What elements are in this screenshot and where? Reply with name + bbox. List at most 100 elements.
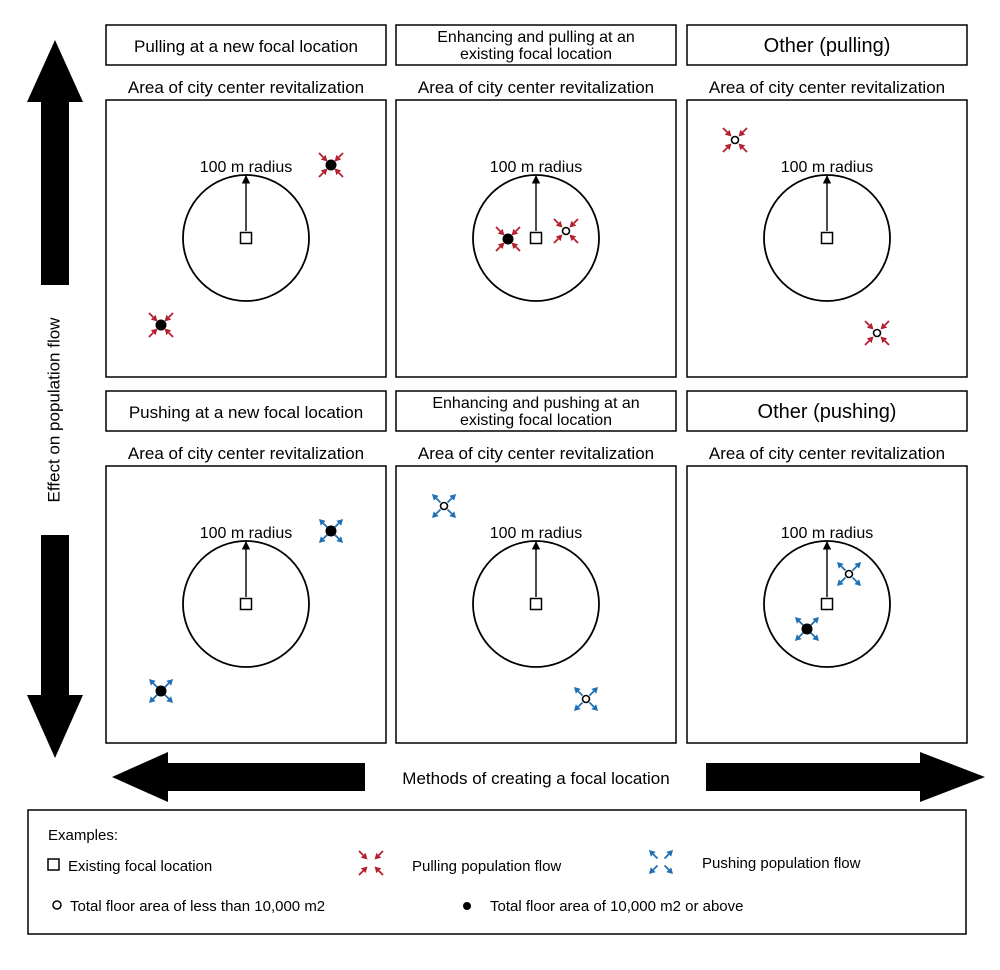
large-facility-legend-icon [463, 902, 471, 910]
small-facility-marker [561, 226, 571, 236]
flow-arrow-head [794, 634, 802, 642]
flow-arrow-shaft [798, 631, 805, 638]
legend-box [27, 809, 967, 935]
radius-circle [182, 540, 310, 668]
panel-title-box [395, 24, 677, 66]
pushing-flow-symbol [148, 678, 174, 704]
flow-arrow-shaft [435, 497, 442, 504]
flow-arrow-shaft [663, 853, 670, 860]
radius-label: 100 m radius [490, 525, 583, 542]
flow-arrow-shaft [884, 320, 890, 326]
flow-arrow-head [336, 536, 344, 544]
pulling-flow-legend-label: Pulling population flow [412, 858, 561, 875]
radius-label: 100 m radius [490, 159, 583, 176]
flow-arrow-shaft [588, 690, 595, 697]
flow-arrow-shaft [553, 218, 559, 224]
flow-arrow-shaft [446, 497, 453, 504]
pulling-flow-symbol [722, 127, 748, 153]
flow-arrow-head [666, 867, 674, 875]
flow-arrow-head [374, 866, 382, 874]
flow-arrow-head [724, 143, 732, 151]
flow-arrow-shaft [515, 226, 521, 232]
small-facility-marker [439, 501, 449, 511]
existing-focal-legend-label: Existing focal location [68, 858, 212, 875]
flow-arrow-shaft [358, 850, 364, 856]
flow-arrow-shaft [378, 870, 384, 876]
flow-arrow-shaft [333, 533, 340, 540]
flow-arrow-shaft [318, 172, 324, 178]
panel-title-box [395, 390, 677, 432]
flow-arrow-head [164, 328, 172, 336]
area-label: Area of city center revitalization [128, 78, 364, 97]
pulling-flow-symbol [553, 218, 579, 244]
flow-arrow-head [320, 154, 328, 162]
flow-arrow-shaft [864, 340, 870, 346]
existing-focal-legend-icon [47, 858, 60, 871]
flow-arrow-shaft [378, 850, 384, 856]
flow-arrow-head [573, 686, 581, 694]
panel-title-line: Enhancing and pulling at an [437, 29, 635, 46]
flow-arrow-head [320, 168, 328, 176]
panel-title-box [105, 24, 387, 66]
flow-arrow-shaft [573, 218, 579, 224]
flow-arrow-shaft [573, 238, 579, 244]
flow-arrow-shaft [322, 522, 329, 529]
existing-focal-location-marker [529, 597, 543, 611]
pushing-flow-symbol [573, 686, 599, 712]
large-facility-marker [155, 685, 167, 697]
legend: Examples: Existing focal location Pullin… [27, 809, 967, 935]
flow-arrow-head [854, 561, 862, 569]
legend-heading: Examples: [48, 827, 118, 844]
pushing-flow-symbol [794, 616, 820, 642]
flow-arrow-head [148, 678, 156, 686]
existing-focal-location-marker [820, 231, 834, 245]
right-arrow-shape [706, 752, 985, 802]
flow-arrow-shaft [318, 152, 324, 158]
large-facility-marker [801, 623, 813, 635]
flow-arrow-shaft [577, 690, 584, 697]
panel-title-line: Other (pushing) [758, 401, 897, 423]
flow-arrow-head [738, 129, 746, 137]
flow-arrow-head [164, 314, 172, 322]
area-label: Area of city center revitalization [418, 78, 654, 97]
horizontal-axis: Methods of creating a focal location [112, 752, 985, 802]
area-label: Area of city center revitalization [418, 444, 654, 463]
flow-arrow-head [666, 849, 674, 857]
flow-arrow-shaft [495, 226, 501, 232]
flow-arrow-shaft [588, 701, 595, 708]
pushing-flow-legend-icon [648, 849, 674, 875]
up-arrow-shape [27, 40, 83, 285]
flow-arrow-shaft [553, 238, 559, 244]
small-facility-marker [581, 694, 591, 704]
area-label: Area of city center revitalization [128, 444, 364, 463]
large-facility-marker [502, 233, 514, 245]
flow-arrow-shaft [840, 576, 847, 583]
flow-arrow-shaft [864, 320, 870, 326]
flow-arrow-head [166, 678, 174, 686]
flow-arrow-head [866, 336, 874, 344]
flow-arrow-head [318, 518, 326, 526]
flow-arrow-shaft [163, 682, 170, 689]
existing-focal-location-marker [239, 231, 253, 245]
flow-arrow-head [880, 322, 888, 330]
panel-push-other: Other (pushing)Area of city center revit… [686, 390, 968, 744]
flow-arrow-head [150, 314, 158, 322]
down-arrow-shape [27, 535, 83, 758]
flow-arrow-head [166, 696, 174, 704]
flow-arrow-head [738, 143, 746, 151]
flow-arrow-head [449, 493, 457, 501]
left-arrow-shape [112, 752, 365, 802]
existing-focal-location-marker [820, 597, 834, 611]
flow-arrow-head [569, 234, 577, 242]
flow-arrow-head [573, 704, 581, 712]
flow-arrow-head [150, 328, 158, 336]
flow-arrow-shaft [851, 565, 858, 572]
flow-arrow-shaft [446, 508, 453, 515]
flow-arrow-shaft [515, 246, 521, 252]
flow-arrow-head [449, 511, 457, 519]
radius-circle [472, 540, 600, 668]
flow-arrow-head [336, 518, 344, 526]
flow-arrow-head [497, 228, 505, 236]
